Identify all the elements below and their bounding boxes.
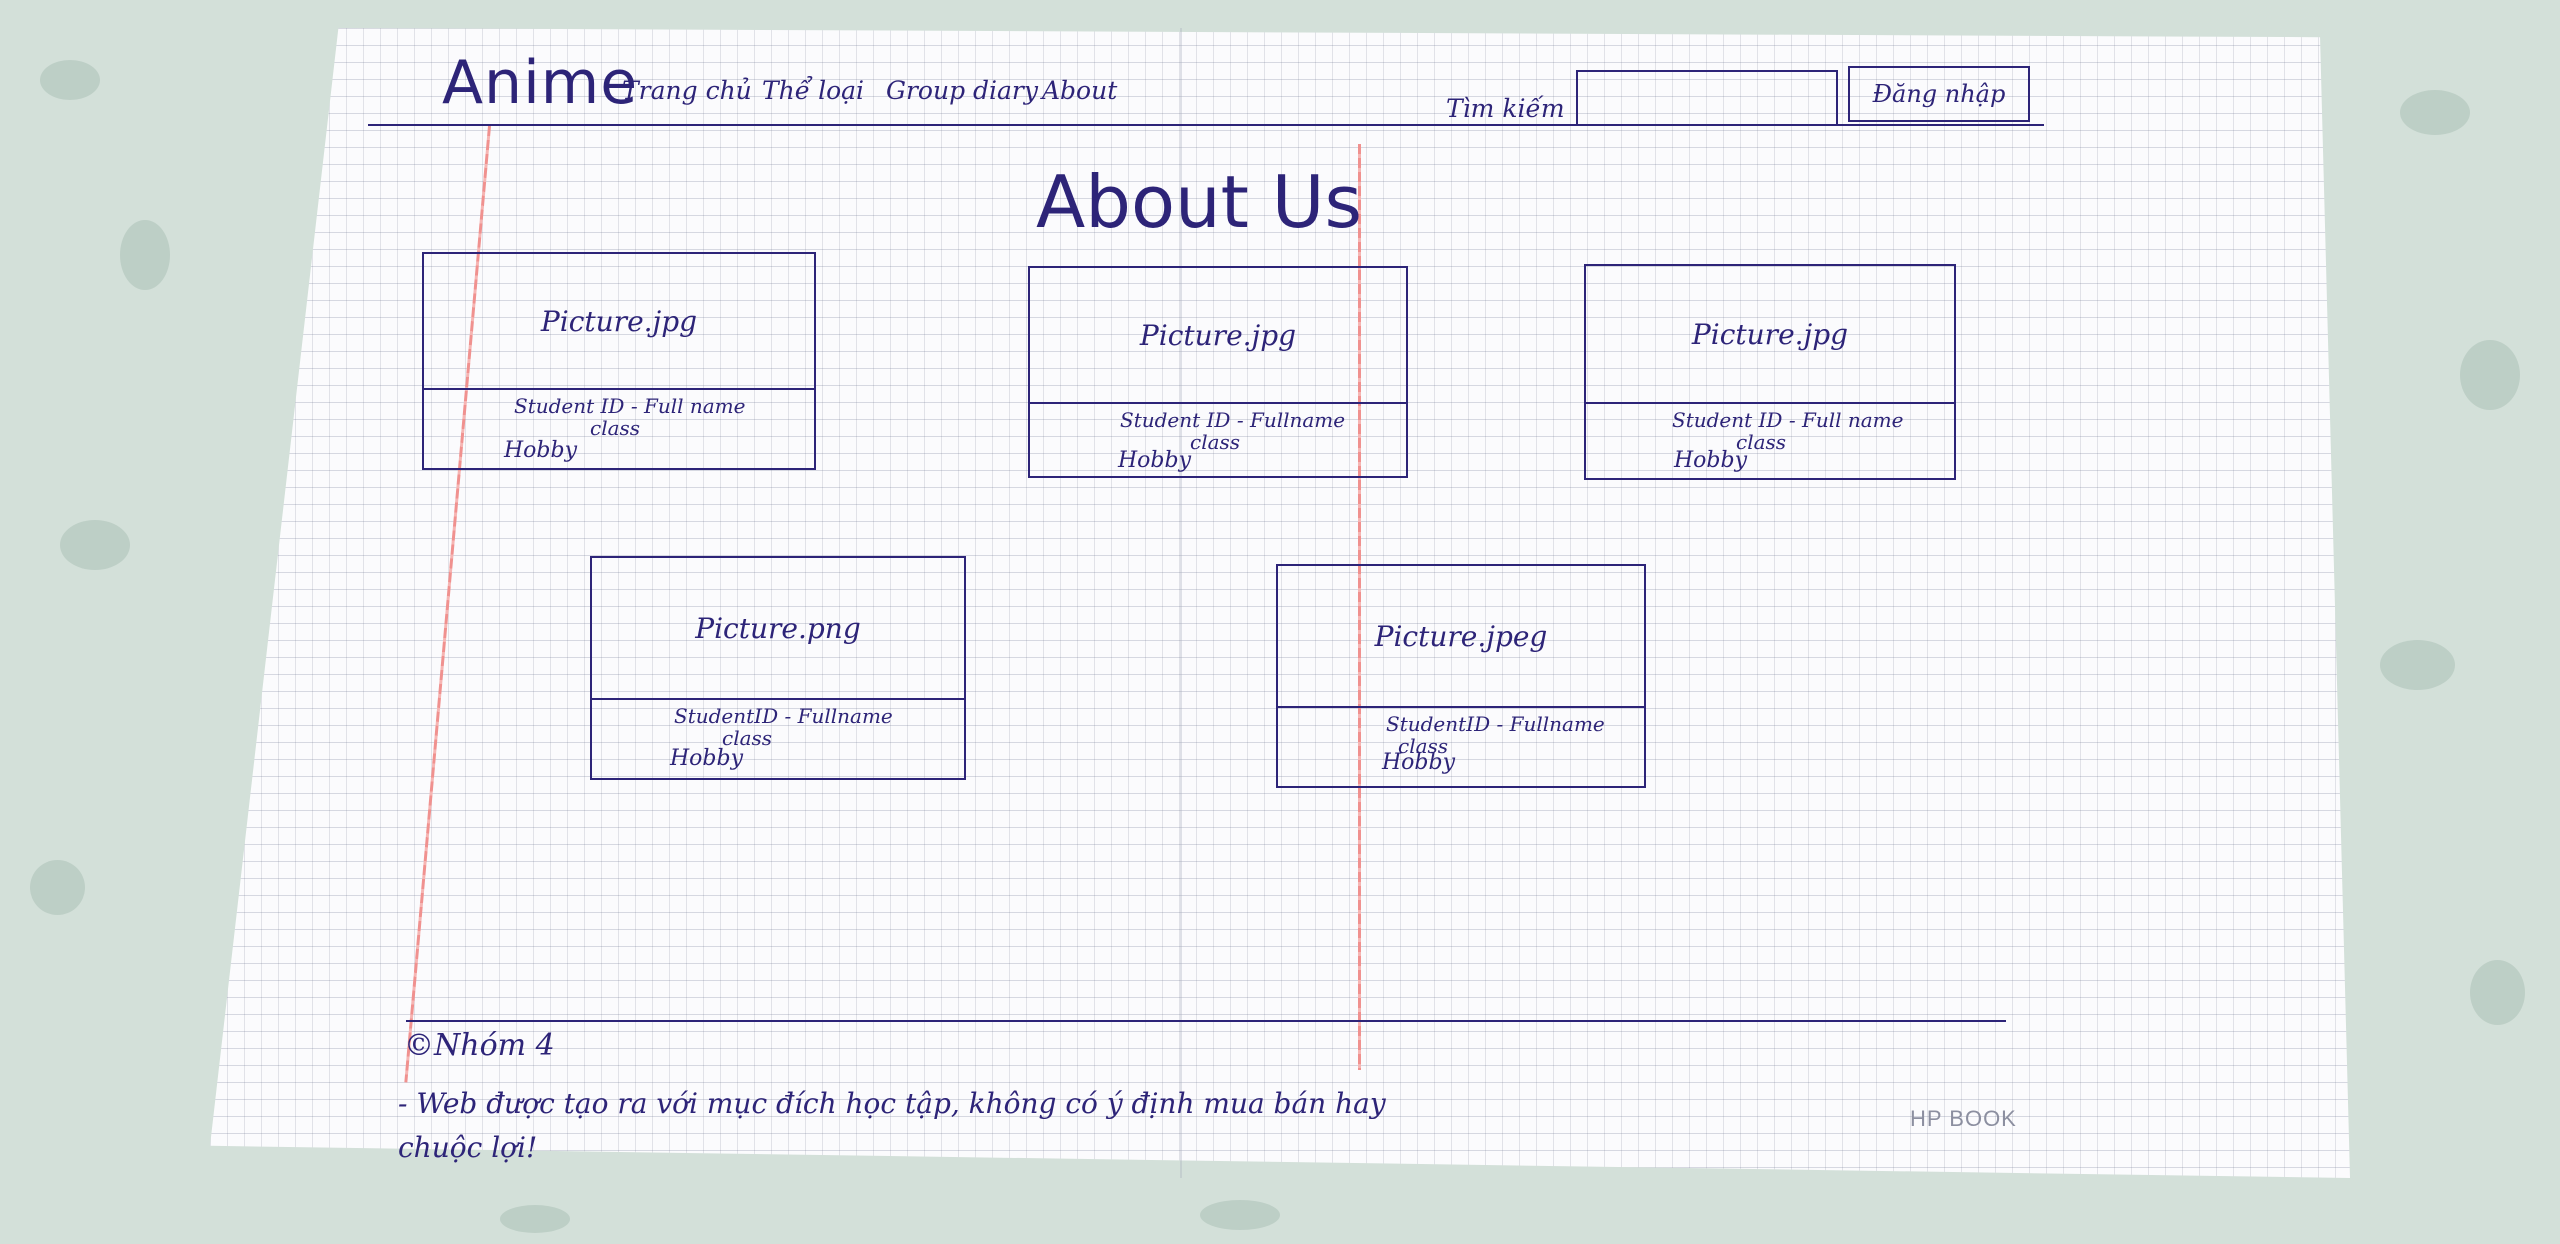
- member-hobby: Hobby: [1674, 448, 1748, 473]
- member-class: class: [1398, 734, 1449, 758]
- brand-logo[interactable]: Anime: [442, 48, 639, 118]
- member-student-id: Student ID - Fullname: [1120, 408, 1346, 432]
- member-card-5: Picture.jpeg StudentID - Fullname class …: [1276, 564, 1646, 788]
- member-card-4: Picture.png StudentID - Fullname class H…: [590, 556, 966, 780]
- search-input[interactable]: [1576, 70, 1838, 126]
- member-picture: Picture.jpg: [1030, 268, 1406, 404]
- member-card-2: Picture.jpg Student ID - Fullname class …: [1028, 266, 1408, 478]
- nav-about[interactable]: About: [1042, 76, 1118, 105]
- member-student-id: StudentID - Fullname: [1386, 712, 1605, 736]
- member-class: class: [722, 726, 773, 750]
- footer-disclaimer: - Web được tạo ra với mục đích học tập, …: [398, 1087, 1386, 1164]
- nav-home[interactable]: Trang chủ: [622, 76, 752, 105]
- member-card-1: Picture.jpg Student ID - Full name class…: [422, 252, 816, 470]
- member-card-3: Picture.jpg Student ID - Full name class…: [1584, 264, 1956, 480]
- member-student-id: Student ID - Full name: [1672, 408, 1904, 432]
- paper-fold: [1180, 28, 1182, 1178]
- member-class: class: [1190, 430, 1241, 454]
- nav-group-diary[interactable]: Group diary: [886, 76, 1039, 105]
- member-hobby: Hobby: [1382, 750, 1456, 775]
- member-hobby: Hobby: [504, 438, 578, 463]
- nav-genre[interactable]: Thể loại: [762, 76, 865, 105]
- center-margin-line: [1358, 144, 1361, 1070]
- footer-copyright: ©Nhóm 4: [404, 1028, 555, 1063]
- member-class: class: [590, 416, 641, 440]
- member-picture: Picture.jpg: [424, 254, 814, 390]
- member-hobby: Hobby: [1118, 448, 1192, 473]
- page-title: About Us: [1036, 160, 1362, 244]
- member-student-id: StudentID - Fullname: [674, 704, 893, 728]
- member-hobby: Hobby: [670, 746, 744, 771]
- member-picture: Picture.png: [592, 558, 964, 700]
- member-picture: Picture.jpg: [1586, 266, 1954, 404]
- login-button[interactable]: Đăng nhập: [1848, 66, 2030, 122]
- footer-divider: [406, 1020, 2006, 1022]
- member-picture: Picture.jpeg: [1278, 566, 1644, 708]
- search-label: Tìm kiếm: [1446, 94, 1565, 123]
- notebook-brand: HP BOOK: [1910, 1106, 2017, 1131]
- header-divider: [368, 124, 2044, 126]
- member-student-id: Student ID - Full name: [514, 394, 746, 418]
- graph-paper-sheet: [210, 28, 2350, 1178]
- member-class: class: [1736, 430, 1787, 454]
